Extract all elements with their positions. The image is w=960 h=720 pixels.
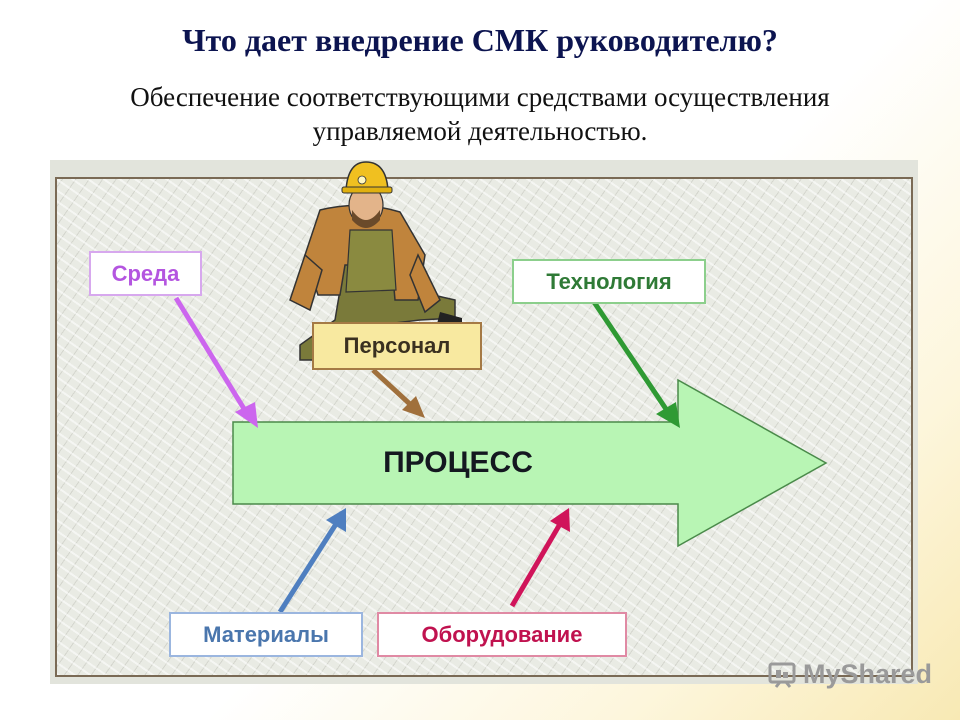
arrow-materials bbox=[277, 508, 346, 614]
slide-subtitle: Обеспечение соответствующими средствами … bbox=[40, 80, 920, 148]
watermark-text: MyShared bbox=[803, 658, 933, 689]
subtitle-line-1: Обеспечение соответствующими средствами … bbox=[130, 82, 830, 112]
arrow-equipment bbox=[509, 508, 570, 608]
arrow-technology bbox=[591, 300, 680, 428]
label-environment: Среда bbox=[89, 251, 202, 296]
myshared-logo-icon bbox=[768, 662, 796, 688]
subtitle-line-2: управляемой деятельностью. bbox=[312, 116, 648, 146]
slide-title: Что дает внедрение СМК руководителю? bbox=[182, 22, 778, 58]
label-materials: Материалы bbox=[169, 612, 363, 657]
arrow-environment bbox=[173, 296, 258, 428]
label-personnel: Персонал bbox=[312, 322, 482, 370]
process-label: ПРОЦЕСС bbox=[383, 446, 533, 479]
worker-illustration bbox=[289, 161, 462, 361]
label-technology: Технология bbox=[512, 259, 706, 304]
arrow-personnel bbox=[371, 368, 425, 418]
label-equipment: Оборудование bbox=[377, 612, 627, 657]
watermark: MyShared bbox=[768, 656, 932, 692]
